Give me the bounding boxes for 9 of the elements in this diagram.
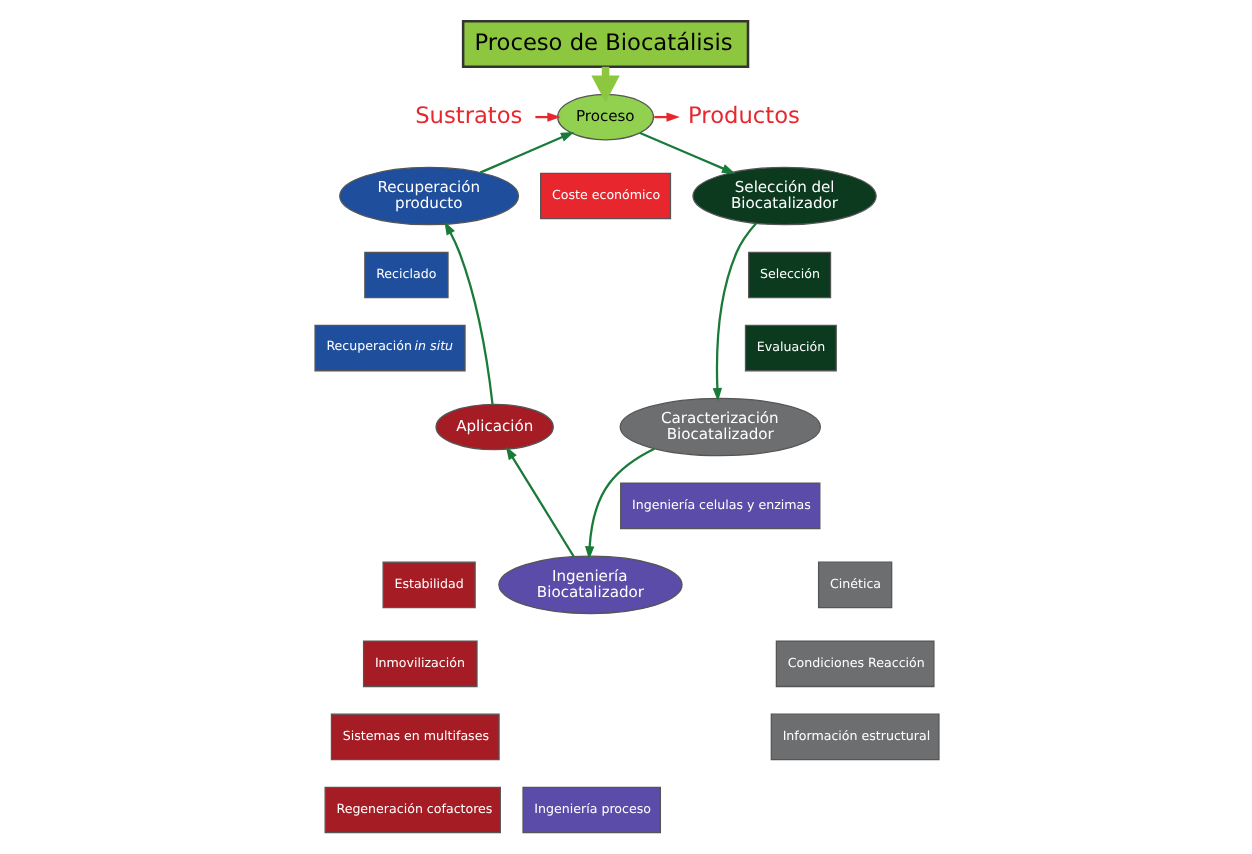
arrow [638, 132, 735, 174]
node-box: Proceso de Biocatálisis [460, 20, 749, 68]
arrow [504, 446, 574, 558]
node-text: Sustratos [414, 100, 522, 129]
arrow [583, 447, 654, 560]
arrow [711, 222, 756, 402]
arrow [443, 221, 493, 405]
arrow [478, 131, 574, 174]
node-text: Productos [687, 100, 799, 129]
